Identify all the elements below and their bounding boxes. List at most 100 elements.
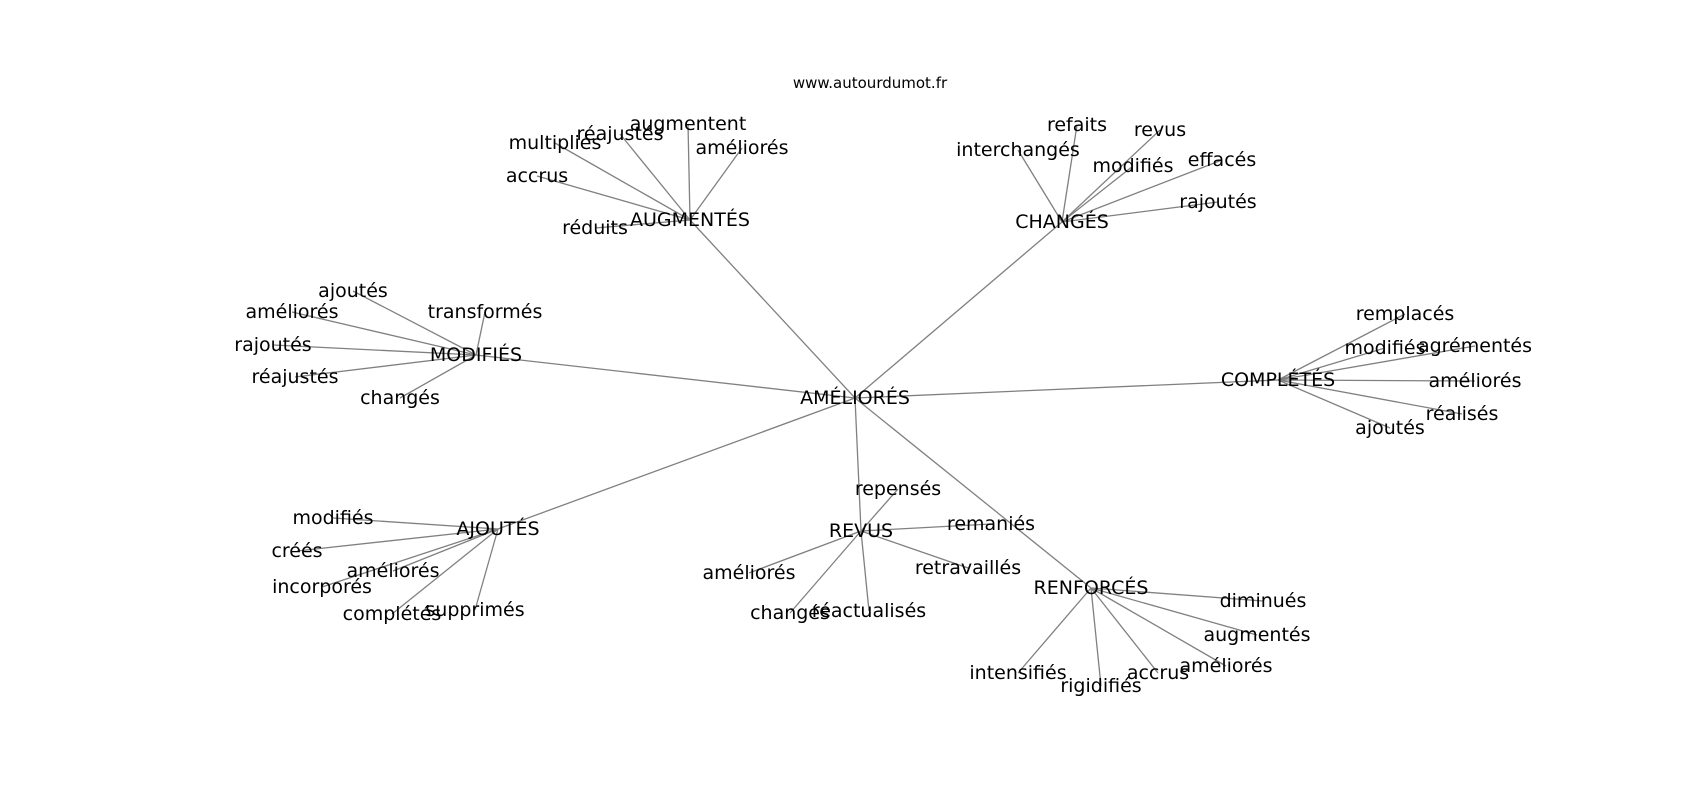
leaf-word[interactable]: accrus (1127, 662, 1189, 684)
leaf-edge (554, 142, 691, 221)
leaf-word[interactable]: revus (1134, 119, 1186, 141)
leaf-word[interactable]: augmentent (630, 113, 747, 135)
leaf-word[interactable]: réactualisés (812, 600, 926, 622)
leaf-word[interactable]: remplacés (1356, 303, 1455, 325)
hub-node[interactable]: REVUS (829, 520, 893, 542)
hub-node[interactable]: COMPLÉTÉS (1221, 368, 1335, 391)
leaf-word[interactable]: effacés (1188, 149, 1256, 171)
leaf-edge (399, 354, 477, 399)
leaf-edge (1277, 347, 1386, 381)
leaf-word[interactable]: agrémentés (1418, 335, 1532, 357)
leaf-word[interactable]: accrus (506, 165, 568, 187)
leaf-word[interactable]: changés (360, 387, 440, 409)
leaf-edge (1061, 201, 1219, 223)
leaf-edge (860, 530, 870, 612)
leaf-word[interactable]: diminués (1220, 590, 1307, 612)
leaf-edge (1090, 587, 1258, 636)
leaf-word[interactable]: modifiés (292, 507, 373, 529)
leaf-edge (1061, 124, 1078, 223)
leaf-edge (1277, 379, 1391, 429)
leaf-word[interactable]: modifiés (1344, 337, 1425, 359)
leaf-edge (321, 528, 499, 588)
leaf-word[interactable]: améliorés (1179, 655, 1272, 677)
leaf-word[interactable]: améliorés (695, 137, 788, 159)
leaf-edge (1061, 129, 1161, 223)
hub-node[interactable]: RENFORCÉS (1034, 576, 1149, 599)
leaf-word[interactable]: incorporés (272, 576, 372, 598)
leaf-edge (689, 147, 743, 221)
leaf-word[interactable]: réajustés (577, 123, 664, 145)
leaf-word[interactable]: améliorés (1428, 370, 1521, 392)
leaf-word[interactable]: améliorés (346, 560, 439, 582)
leaf-edge (1277, 379, 1463, 415)
leaf-word[interactable]: réduits (562, 217, 628, 239)
leaf-edge (1061, 159, 1223, 223)
leaf-edge (1277, 345, 1476, 381)
leaf-word[interactable]: rajoutés (1179, 191, 1256, 213)
leaf-edge (1017, 587, 1092, 674)
leaf-edge (291, 311, 477, 356)
leaf-edge (392, 528, 499, 572)
leaf-word[interactable]: retravaillés (915, 557, 1021, 579)
leaf-word[interactable]: augmentés (1203, 624, 1310, 646)
hub-node[interactable]: MODIFIÉS (430, 343, 522, 366)
leaf-edge (332, 517, 499, 530)
leaf-word[interactable]: repensés (855, 478, 941, 500)
site-label: www.autourdumot.fr (793, 74, 948, 92)
leaf-word[interactable]: rajoutés (234, 334, 311, 356)
leaf-edge (594, 219, 691, 229)
leaf-word[interactable]: améliorés (245, 301, 338, 323)
leaf-edge (1090, 587, 1102, 687)
leaf-edge (860, 523, 992, 532)
leaf-edge (687, 123, 691, 221)
leaf-edge (296, 528, 499, 552)
leaf-word[interactable]: réalisés (1426, 403, 1499, 425)
leaf-word[interactable]: réajustés (252, 366, 339, 388)
hub-node[interactable]: AUGMENTÉS (630, 208, 750, 231)
leaf-word[interactable]: supprimés (425, 599, 524, 621)
leaf-word[interactable]: complétés (343, 603, 442, 625)
root-edge (854, 397, 1092, 589)
leaf-edge (1090, 587, 1264, 602)
leaf-edge (789, 530, 862, 614)
leaf-edge (1061, 165, 1134, 223)
leaf-edge (1090, 587, 1227, 667)
root-edge (689, 219, 856, 399)
hub-node[interactable]: CHANGÉS (1015, 210, 1109, 233)
root-edge (854, 221, 1063, 399)
leaf-word[interactable]: remaniés (947, 513, 1035, 535)
root-edge (854, 379, 1279, 399)
leaf-edge (1277, 313, 1406, 381)
leaf-edge (474, 528, 499, 611)
leaf-word[interactable]: modifiés (1092, 155, 1173, 177)
leaf-word[interactable]: intensifiés (969, 662, 1066, 684)
leaf-word[interactable]: créés (271, 540, 322, 562)
leaf-word[interactable]: ajoutés (1355, 417, 1425, 439)
leaf-edge (1017, 149, 1063, 223)
leaf-edge (272, 344, 477, 356)
leaf-word[interactable]: multipliés (509, 132, 602, 154)
leaf-word[interactable]: changés (750, 602, 830, 624)
leaf-word[interactable]: interchangés (956, 139, 1080, 161)
leaf-word[interactable]: ajoutés (318, 280, 388, 302)
graph-edges (272, 123, 1476, 687)
leaf-edge (619, 133, 691, 221)
leaf-word[interactable]: refaits (1047, 114, 1107, 136)
leaf-edge (475, 311, 486, 356)
leaf-edge (536, 175, 691, 221)
leaf-edge (294, 354, 477, 378)
leaf-edge (1277, 379, 1476, 382)
root-node[interactable]: AMÉLIORÉS (800, 386, 910, 409)
leaf-edge (748, 530, 862, 574)
leaf-edge (860, 488, 899, 532)
leaf-edge (352, 290, 477, 356)
leaf-word[interactable]: rigidifiés (1060, 675, 1141, 697)
leaf-edge (391, 528, 499, 615)
hub-node[interactable]: AJOUTÉS (456, 517, 539, 540)
root-edge (854, 397, 862, 532)
leaf-edge (1090, 587, 1159, 674)
leaf-word[interactable]: améliorés (702, 562, 795, 584)
leaf-word[interactable]: transformés (428, 301, 543, 323)
